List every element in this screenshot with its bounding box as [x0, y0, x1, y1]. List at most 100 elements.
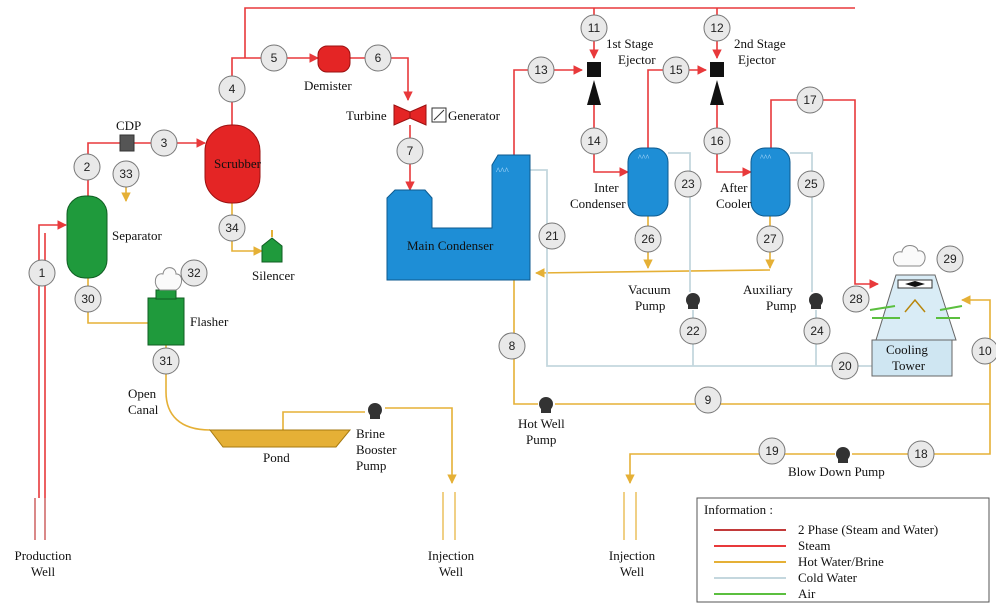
svg-text:19: 19: [765, 444, 779, 458]
legend-item-air: Air: [798, 586, 816, 601]
node-31: 31: [152, 347, 180, 375]
generator-label: Generator: [448, 108, 501, 123]
flasher-label: Flasher: [190, 314, 229, 329]
svg-text:16: 16: [710, 134, 724, 148]
svg-text:14: 14: [587, 134, 601, 148]
brine-booster-label-3: Pump: [356, 458, 386, 473]
hot-well-pump-icon: [539, 397, 553, 413]
inter-condenser-label: Inter: [594, 180, 619, 195]
node-30: 30: [74, 285, 102, 313]
legend: Information : 2 Phase (Steam and Water) …: [696, 497, 990, 603]
open-canal-label: Open: [128, 386, 157, 401]
svg-text:32: 32: [187, 266, 201, 280]
auxiliary-pump-label-2: Pump: [766, 298, 796, 313]
svg-text:20: 20: [838, 359, 852, 373]
cooling-tower-label-2: Tower: [892, 358, 926, 373]
production-well: [34, 498, 46, 540]
ejector-2: [710, 62, 724, 105]
scrubber: [204, 124, 261, 204]
svg-text:24: 24: [810, 324, 824, 338]
pond: [208, 429, 352, 448]
svg-text:3: 3: [161, 136, 168, 150]
separator-label: Separator: [112, 228, 162, 243]
node-26: 26: [634, 225, 662, 253]
injection-well-a: [442, 492, 456, 540]
node-14: 14: [580, 127, 608, 155]
legend-item-hot-water: Hot Water/Brine: [798, 554, 884, 569]
svg-text:18: 18: [914, 447, 928, 461]
vacuum-pump-icon: [686, 293, 700, 309]
node-21: 21: [538, 222, 566, 250]
ejector-2-label-2: Ejector: [738, 52, 776, 67]
injection-well-b-label-2: Well: [620, 564, 645, 579]
node-3: 3: [150, 129, 178, 157]
node-8: 8: [498, 332, 526, 360]
brine-booster-label: Brine: [356, 426, 385, 441]
svg-text:8: 8: [509, 339, 516, 353]
svg-text:4: 4: [229, 82, 236, 96]
injection-well-b: [623, 492, 637, 540]
svg-text:21: 21: [545, 229, 559, 243]
main-condenser: ^^^: [386, 154, 531, 281]
turbine: [393, 104, 427, 126]
blow-down-pump-icon: [836, 447, 850, 463]
injection-well-a-label-2: Well: [439, 564, 464, 579]
node-4: 4: [218, 75, 246, 103]
silencer-label: Silencer: [252, 268, 295, 283]
demister: [317, 45, 351, 73]
node-12: 12: [703, 14, 731, 42]
ejector-2-label: 2nd Stage: [734, 36, 786, 51]
svg-text:34: 34: [225, 221, 239, 235]
main-condenser-label: Main Condenser: [407, 238, 494, 253]
node-19: 19: [758, 437, 786, 465]
svg-text:^^^: ^^^: [638, 153, 650, 162]
node-28: 28: [842, 285, 870, 313]
legend-item-cold-water: Cold Water: [798, 570, 858, 585]
turbine-label: Turbine: [346, 108, 387, 123]
auxiliary-pump-icon: [809, 293, 823, 309]
flasher: [147, 267, 185, 346]
injection-well-a-label: Injection: [428, 548, 475, 563]
generator: [431, 107, 447, 123]
svg-text:2: 2: [84, 160, 91, 174]
after-cooler-label-2: Cooler: [716, 196, 752, 211]
legend-item-two-phase: 2 Phase (Steam and Water): [798, 522, 938, 537]
open-canal-label-2: Canal: [128, 402, 159, 417]
cooling-tower-label: Cooling: [886, 342, 928, 357]
svg-text:27: 27: [763, 232, 777, 246]
cdp-label: CDP: [116, 118, 141, 133]
svg-text:15: 15: [669, 63, 683, 77]
vacuum-pump-label-2: Pump: [635, 298, 665, 313]
silencer: [261, 230, 283, 263]
vacuum-pump-label: Vacuum: [628, 282, 671, 297]
node-32: 32: [180, 259, 208, 287]
node-6: 6: [364, 44, 392, 72]
svg-text:25: 25: [804, 177, 818, 191]
hot-water-lines: [87, 177, 991, 484]
node-markers: 1 2 3 4 5 6 7 8 9 10 11 12 13 14 15 16 1…: [28, 14, 996, 468]
svg-text:9: 9: [705, 393, 712, 407]
svg-text:^^^: ^^^: [760, 153, 772, 162]
node-11: 11: [580, 14, 608, 42]
cooling-tower: [869, 245, 963, 377]
node-13: 13: [527, 56, 555, 84]
svg-text:11: 11: [588, 21, 601, 35]
ejector-1-label: 1st Stage: [606, 36, 654, 51]
node-29: 29: [936, 245, 964, 273]
hot-well-pump-label-2: Pump: [526, 432, 556, 447]
brine-booster-pump-icon: [368, 403, 382, 419]
node-34: 34: [218, 214, 246, 242]
svg-text:13: 13: [534, 63, 548, 77]
svg-text:29: 29: [943, 252, 957, 266]
node-27: 27: [756, 225, 784, 253]
node-33: 33: [112, 160, 140, 188]
production-well-label: Production: [14, 548, 72, 563]
separator: [66, 195, 108, 279]
production-well-label-2: Well: [31, 564, 56, 579]
after-cooler: ^^^: [750, 147, 791, 217]
legend-title: Information :: [704, 502, 773, 517]
node-15: 15: [662, 56, 690, 84]
node-18: 18: [907, 440, 935, 468]
legend-item-steam: Steam: [798, 538, 831, 553]
